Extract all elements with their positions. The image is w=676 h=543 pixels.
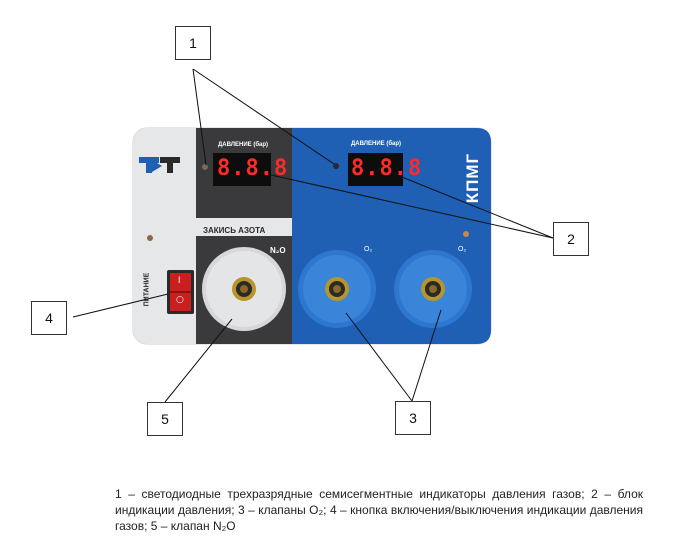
switch-off-mark: ○	[176, 295, 184, 305]
power-switch[interactable]	[167, 270, 194, 314]
pressure-display-left	[213, 153, 271, 186]
indicator-led	[463, 231, 469, 237]
callout-5: 5	[147, 402, 183, 436]
display-value-left: 8.8.8	[217, 156, 289, 181]
switch-on-mark: I	[178, 275, 181, 285]
pressure-display-right	[348, 153, 403, 186]
indicator-led	[147, 235, 153, 241]
indicator-led	[202, 164, 208, 170]
display-label-right: ДАВЛЕНИЕ (бар)	[351, 141, 402, 147]
section-n2o-label: ЗАКИСЬ АЗОТА	[203, 226, 266, 235]
valve-n2o[interactable]	[202, 247, 286, 331]
section-o2-label: КИСЛОРОД	[353, 227, 399, 236]
valve-o2-2[interactable]	[394, 250, 472, 328]
callout-4: 4	[31, 301, 67, 335]
display-label-left: ДАВЛЕНИЕ (бар)	[218, 142, 269, 148]
display-value-right: 8.8.8	[351, 156, 423, 181]
indicator-led	[333, 163, 339, 169]
figure-caption: 1 – светодиодные трехразрядные семисегме…	[115, 487, 643, 533]
valve-o2-1[interactable]	[298, 250, 376, 328]
valve-o2-label-1: O₂	[364, 246, 373, 253]
brand-logo-icon	[139, 157, 180, 173]
callout-3: 3	[395, 401, 431, 435]
leader-lines	[72, 68, 554, 403]
brand-text: КПМГ	[463, 152, 483, 204]
valve-n2o-label: N₂O	[270, 246, 286, 255]
valve-o2-label-2: O₂	[458, 246, 467, 253]
callout-2: 2	[553, 222, 589, 256]
callout-1: 1	[175, 26, 211, 60]
power-label: ПИТАНИЕ	[143, 272, 151, 307]
